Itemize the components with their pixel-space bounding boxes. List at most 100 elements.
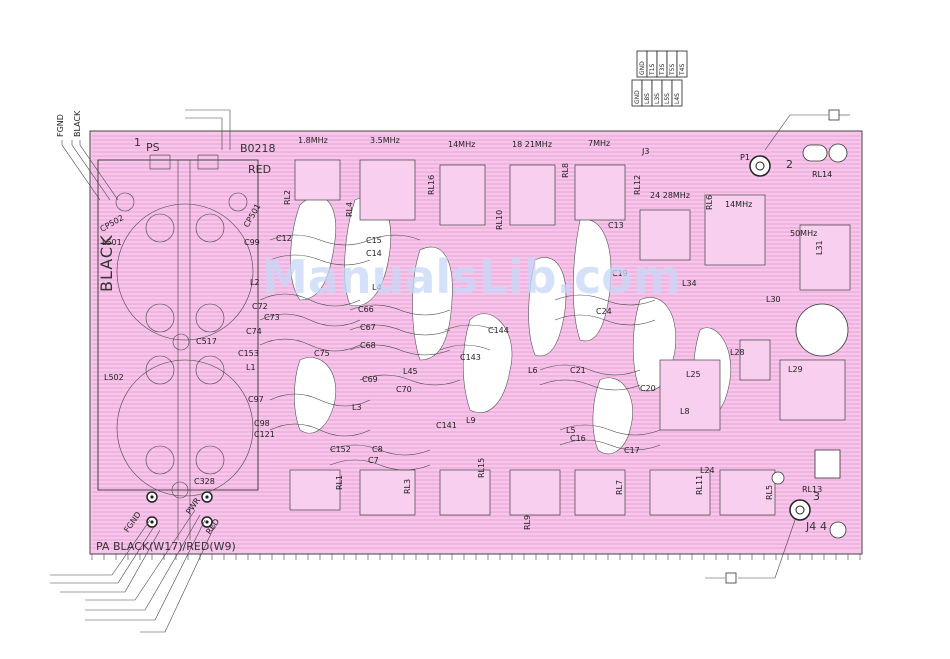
connector-pin-label: GND xyxy=(634,90,641,104)
cap-label: C17 xyxy=(624,446,640,455)
relay-label: RL8 xyxy=(561,163,570,178)
cap-label: C74 xyxy=(246,327,262,336)
bottom-label: PA BLACK(W17)/RED(W9) xyxy=(96,540,236,553)
cap-label: C517 xyxy=(196,337,217,346)
inductor-label: L3 xyxy=(352,403,362,412)
band-label: 18 21MHz xyxy=(512,140,552,149)
index-3: 3 xyxy=(813,490,820,503)
cap-label: C98 xyxy=(254,419,270,428)
watermark: ManualsLib.com xyxy=(262,250,681,304)
cap-label: C15 xyxy=(366,236,382,245)
relay-label: RL1 xyxy=(335,475,344,490)
ps-section xyxy=(97,154,259,540)
cap-label: C328 xyxy=(194,477,215,486)
relay-label: RL12 xyxy=(633,175,642,195)
board-cutouts xyxy=(290,195,732,455)
relay-label: RL11 xyxy=(695,475,704,495)
relay-label: RL2 xyxy=(283,190,292,205)
cap-label: C153 xyxy=(238,349,259,358)
relay-label: RL6 xyxy=(705,195,714,210)
cap-label: C14 xyxy=(366,249,382,258)
cap-label: C66 xyxy=(358,305,374,314)
connector-pin-label: T4S xyxy=(679,64,686,76)
cap-label: C7 xyxy=(368,456,379,465)
inductor-label: L45 xyxy=(403,367,418,376)
band-label: 50MHz xyxy=(790,229,817,238)
cap-label: C24 xyxy=(596,307,612,316)
connector-pin-label: GND xyxy=(639,61,646,75)
inductor-label: L28 xyxy=(730,348,745,357)
wire-label: FGND xyxy=(56,114,65,137)
right-mounts xyxy=(749,143,849,539)
cap-label: C20 xyxy=(640,384,656,393)
inductor-label: L29 xyxy=(788,365,803,374)
relay-label: RL7 xyxy=(615,480,624,495)
connector-pin-label: L4S xyxy=(674,93,681,104)
cap-label: C8 xyxy=(372,445,383,454)
index-1: 1 xyxy=(134,136,141,149)
connector-cell xyxy=(671,79,683,107)
misc-label: J3 xyxy=(641,147,649,156)
relay-label: RL10 xyxy=(495,210,504,230)
inductor-label: L9 xyxy=(466,416,476,425)
band-label: 7MHz xyxy=(588,139,610,148)
relay-label: RL3 xyxy=(403,479,412,494)
cap-label: C68 xyxy=(360,341,376,350)
relay-label: RL13 xyxy=(802,485,822,494)
connector-pin-label: T1S xyxy=(649,64,656,76)
inductor-label: L8 xyxy=(680,407,690,416)
inductor-label: L6 xyxy=(528,366,538,375)
board-labels: 1 PS B0218 RED 2 3 4 BLACK PA BLACK(W17)… xyxy=(56,110,832,553)
inductor-label: L4 xyxy=(372,283,382,292)
cap-label: C70 xyxy=(396,385,412,394)
band-label: 14MHz xyxy=(725,200,752,209)
cap-label: C72 xyxy=(252,302,268,311)
inductor-label: L24 xyxy=(700,466,715,475)
band-label: 3.5MHz xyxy=(370,136,400,145)
index-2: 2 xyxy=(786,158,793,171)
connector-cell xyxy=(676,50,688,78)
wire-red-label: RED xyxy=(248,163,271,176)
relay-label: RL16 xyxy=(427,175,436,195)
inductor-label: L30 xyxy=(766,295,781,304)
pwr-pads xyxy=(146,491,213,528)
connector-pin-label: L3S xyxy=(654,93,661,104)
relay-label: RL5 xyxy=(765,485,774,500)
cap-label: C69 xyxy=(362,375,378,384)
bottom-ruler xyxy=(91,554,861,560)
cap-label: C143 xyxy=(460,353,481,362)
black-label: BLACK xyxy=(97,234,116,292)
band-label: 14MHz xyxy=(448,140,475,149)
cap-label: C97 xyxy=(248,395,264,404)
cap-label: C67 xyxy=(360,323,376,332)
inductor-label: L31 xyxy=(815,240,824,255)
cap-label: C13 xyxy=(608,221,624,230)
cap-label: C21 xyxy=(570,366,586,375)
connector-pin-label: L5S xyxy=(664,93,671,104)
capacitor-chains xyxy=(259,234,661,471)
inductor-label: L2 xyxy=(250,278,260,287)
external-wires xyxy=(50,109,850,633)
cap-label: C99 xyxy=(244,238,260,247)
cap-label: C73 xyxy=(264,313,280,322)
section-label: PS xyxy=(146,141,160,154)
inductor-label: L34 xyxy=(682,279,697,288)
inductor-label: L1 xyxy=(246,363,256,372)
cap-label: C19 xyxy=(612,269,628,278)
inductor-label: L501 xyxy=(102,238,122,247)
relay-label: RL15 xyxy=(477,458,486,478)
inductor-label: L502 xyxy=(104,373,124,382)
index-4: 4 xyxy=(820,520,827,533)
filter-blocks xyxy=(289,159,851,516)
misc-label: P1 xyxy=(740,153,750,162)
cap-label: C152 xyxy=(330,445,351,454)
inductor-label: L25 xyxy=(686,370,701,379)
cap-label: C144 xyxy=(488,326,509,335)
cap-label: C75 xyxy=(314,349,330,358)
relay-label: RL9 xyxy=(523,515,532,530)
connector-pin-label: L8S xyxy=(644,93,651,104)
cap-label: C121 xyxy=(254,430,275,439)
band-label: 24 28MHz xyxy=(650,191,690,200)
